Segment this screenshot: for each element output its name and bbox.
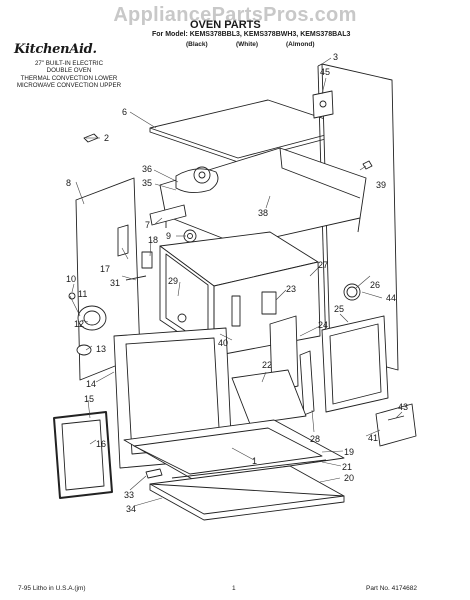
callout-15: 15 bbox=[84, 394, 94, 404]
footer-part-number: Part No. 4174682 bbox=[366, 585, 417, 592]
part-22-bottom-tray bbox=[231, 369, 307, 425]
callout-31: 31 bbox=[110, 278, 120, 288]
part-33-clip bbox=[145, 468, 163, 479]
callout-34: 34 bbox=[126, 504, 136, 514]
color-black: (Black) bbox=[186, 41, 208, 48]
callout-29: 29 bbox=[168, 276, 178, 286]
part-7-bracket bbox=[149, 204, 187, 226]
model-numbers: For Model: KEMS378BBL3, KEMS378BWH3, KEM… bbox=[152, 31, 351, 38]
footer-page-number: 1 bbox=[232, 585, 236, 592]
part-31-sensor bbox=[125, 275, 147, 281]
callout-23: 23 bbox=[286, 284, 296, 294]
product-description: 27" BUILT-IN ELECTRIC DOUBLE OVEN THERMA… bbox=[16, 60, 122, 90]
callout-numbers: 1236789101112131415161718192021222324252… bbox=[66, 52, 408, 514]
callout-14: 14 bbox=[86, 379, 96, 389]
kitchenaid-logo: KitchenAid. bbox=[14, 42, 97, 57]
part-10-screw bbox=[68, 292, 76, 300]
callout-11: 11 bbox=[78, 289, 87, 299]
part-19-bottom-rail bbox=[123, 419, 345, 481]
callout-44: 44 bbox=[386, 293, 396, 303]
callout-2: 2 bbox=[104, 133, 109, 143]
part-39-clip bbox=[362, 160, 373, 170]
part-1-bottom-trim bbox=[133, 427, 323, 475]
part-17-bracket bbox=[117, 224, 129, 257]
callout-45: 45 bbox=[320, 67, 330, 77]
part-18-bracket bbox=[141, 251, 153, 269]
callout-20: 20 bbox=[344, 473, 354, 483]
callout-19: 19 bbox=[344, 447, 354, 457]
callout-43: 43 bbox=[398, 402, 408, 412]
callout-33: 33 bbox=[124, 490, 134, 500]
callout-16: 16 bbox=[96, 439, 106, 449]
part-15-door-trim bbox=[53, 411, 113, 499]
part-45-bracket bbox=[312, 90, 334, 119]
callout-27: 27 bbox=[318, 260, 328, 270]
leader-lines bbox=[69, 57, 403, 507]
callout-9: 9 bbox=[166, 231, 171, 241]
footer-litho: 7-95 Litho in U.S.A.(jm) bbox=[18, 585, 86, 592]
callout-18: 18 bbox=[148, 235, 158, 245]
callout-28: 28 bbox=[310, 434, 320, 444]
callout-1: 1 bbox=[252, 456, 257, 466]
callout-41: 41 bbox=[368, 433, 378, 443]
watermark: AppliancePartsPros.com bbox=[113, 4, 357, 26]
callout-21: 21 bbox=[342, 462, 352, 472]
callout-7: 7 bbox=[145, 220, 150, 230]
color-white: (White) bbox=[236, 41, 259, 48]
part-12-lamp bbox=[76, 344, 92, 356]
callout-38: 38 bbox=[258, 208, 268, 218]
part-25-door bbox=[321, 315, 389, 413]
callout-13: 13 bbox=[96, 344, 106, 354]
part-21-strip bbox=[171, 459, 327, 479]
callout-39: 39 bbox=[376, 180, 386, 190]
callout-36: 36 bbox=[142, 164, 152, 174]
callout-8: 8 bbox=[66, 178, 71, 188]
callout-35: 35 bbox=[142, 178, 152, 188]
callout-24: 24 bbox=[318, 320, 328, 330]
callout-17: 17 bbox=[100, 264, 110, 274]
part-43-vent bbox=[375, 403, 417, 447]
callout-22: 22 bbox=[262, 360, 272, 370]
part-23-bracket bbox=[261, 291, 277, 315]
callout-40: 40 bbox=[218, 338, 228, 348]
callout-6: 6 bbox=[122, 107, 127, 117]
callout-26: 26 bbox=[370, 280, 380, 290]
part-28-hinge bbox=[299, 350, 315, 416]
callout-12: 12 bbox=[74, 319, 84, 329]
callout-3: 3 bbox=[333, 52, 338, 62]
color-almond: (Almond) bbox=[286, 41, 315, 48]
callout-25: 25 bbox=[334, 304, 344, 314]
diagram-title: OVEN PARTS bbox=[190, 19, 261, 31]
part-11-lamp-housing bbox=[77, 305, 107, 331]
callout-10: 10 bbox=[66, 274, 76, 284]
